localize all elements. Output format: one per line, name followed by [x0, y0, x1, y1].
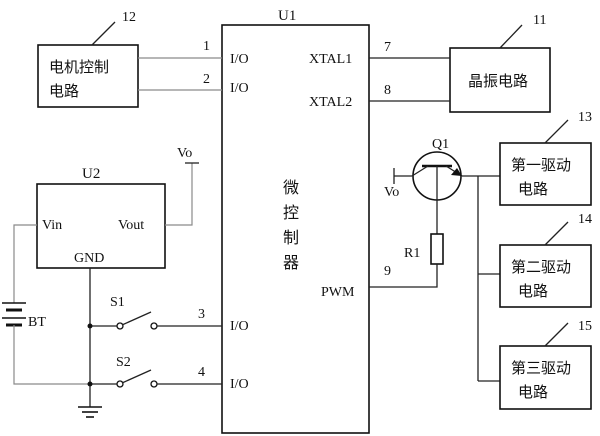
u1-microcontroller: U1 微 控 制 器 I/O I/O I/O I/O XTAL1 XTAL2 P… [198, 8, 391, 434]
resistor-ref: R1 [404, 246, 420, 261]
motor-control-line1: 电机控制 [49, 58, 109, 76]
motor-control-line2: 电路 [49, 82, 79, 100]
u2-pin-vout: Vout [118, 218, 144, 233]
u2-pin-gnd: GND [74, 251, 104, 266]
crystal-label: 晶振电路 [468, 72, 528, 90]
driver-1-line2: 电路 [518, 180, 548, 198]
transistor-q1: Q1 Vo [384, 137, 463, 234]
u1-pin-io-1: I/O [230, 52, 249, 67]
pin-number-1: 1 [203, 39, 210, 54]
battery-ref: BT [28, 315, 46, 330]
driver-2-ref: 14 [578, 212, 592, 227]
pin-number-4: 4 [198, 365, 205, 380]
motor-control-block: 电机控制 电路 12 [37, 10, 139, 108]
pin-number-7: 7 [384, 40, 391, 55]
wire-vout [165, 163, 193, 226]
pin-number-9: 9 [384, 264, 391, 279]
u1-ref: U1 [278, 8, 296, 24]
u2-output-label: Vo [177, 146, 192, 161]
motor-control-ref: 12 [122, 10, 136, 25]
u1-name-1: 微 [283, 178, 299, 197]
driver-2-line2: 电路 [518, 282, 548, 300]
driver-1-ref: 13 [578, 110, 592, 125]
wire-battery-gnd [13, 325, 90, 385]
u1-name-3: 制 [283, 228, 299, 247]
transistor-supply-label: Vo [384, 185, 399, 200]
crystal-ref: 11 [533, 13, 546, 28]
driver-1-line1: 第一驱动 [511, 156, 571, 174]
u1-pin-io-2: I/O [230, 81, 249, 96]
u1-name-4: 器 [283, 253, 299, 272]
u1-pin-io-4: I/O [230, 377, 249, 392]
u1-pin-xtal1: XTAL1 [309, 52, 352, 67]
pin-number-2: 2 [203, 72, 210, 87]
wire-pwm [369, 264, 438, 288]
driver-3-ref: 15 [578, 319, 592, 334]
ground-symbol [78, 406, 102, 418]
switch-s2-label: S2 [116, 355, 131, 370]
switch-s1: S1 [87, 295, 222, 330]
driver-block-2: 第二驱动 电路 14 [499, 212, 592, 308]
transistor-ref: Q1 [432, 137, 449, 152]
u1-pin-pwm: PWM [321, 285, 355, 300]
u1-name-2: 控 [283, 203, 299, 222]
driver-block-3: 第三驱动 电路 15 [499, 319, 592, 410]
switch-s1-label: S1 [110, 295, 125, 310]
driver-3-line2: 电路 [518, 383, 548, 401]
pin-number-8: 8 [384, 83, 391, 98]
u2-ref: U2 [82, 166, 100, 182]
u1-pin-io-3: I/O [230, 319, 249, 334]
u2-pin-vin: Vin [42, 218, 62, 233]
switch-s2: S2 [87, 355, 222, 388]
u2-regulator: U2 Vin Vout GND [36, 166, 166, 269]
wire-vin [13, 224, 37, 303]
driver-3-line1: 第三驱动 [511, 359, 571, 377]
resistor-r1: R1 [404, 233, 444, 265]
crystal-block: 晶振电路 11 [449, 13, 551, 113]
driver-block-1: 第一驱动 电路 13 [499, 110, 592, 206]
u1-pin-xtal2: XTAL2 [309, 95, 352, 110]
driver-2-line1: 第二驱动 [511, 258, 571, 276]
pin-number-3: 3 [198, 307, 205, 322]
battery: BT [2, 302, 46, 330]
